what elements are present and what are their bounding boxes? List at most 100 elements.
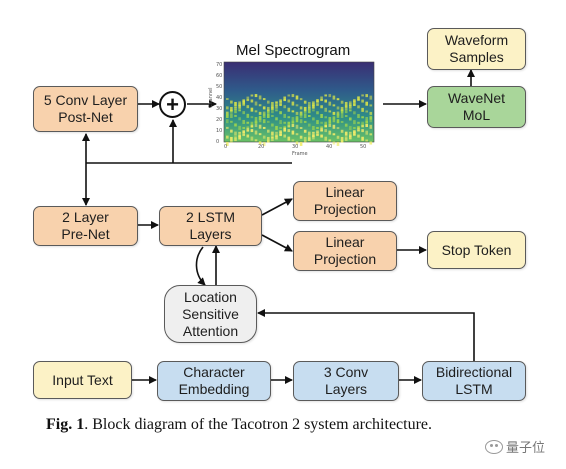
spectrogram-band — [234, 105, 237, 108]
spectrogram-band — [369, 119, 373, 123]
spectrogram-band — [332, 104, 336, 107]
spectrogram-band — [349, 109, 352, 112]
spectrogram-band — [234, 114, 237, 117]
spectrogram-band — [308, 123, 311, 127]
spectrogram-band — [299, 113, 303, 116]
spectrogram-band — [271, 105, 274, 108]
spectrogram-band — [353, 111, 356, 115]
spectrogram-band — [279, 104, 282, 107]
spectrogram-band — [336, 114, 340, 118]
spectrogram-band — [336, 127, 340, 130]
spectrogram-band — [258, 95, 262, 100]
spectrogram-band — [369, 117, 373, 120]
figure-caption: Fig. 1. Block diagram of the Tacotron 2 … — [46, 416, 432, 434]
edge-lstm-to-linear-1 — [261, 198, 293, 216]
spectrogram-band — [275, 131, 278, 134]
spectrogram-band — [303, 109, 307, 112]
spectrogram-band — [254, 94, 258, 98]
spectrogram-band — [344, 136, 348, 139]
spectrogram-band — [291, 139, 295, 142]
spectrogram-band — [295, 117, 299, 120]
spectrogram-band — [275, 103, 278, 107]
spectrogram-band — [349, 135, 352, 140]
spectrogram-band — [246, 121, 250, 124]
spectrogram-band — [238, 117, 241, 121]
spectrogram-band — [349, 126, 352, 131]
spectrogram-band — [324, 129, 327, 133]
watermark: 量子位 — [485, 437, 545, 456]
spectrogram-band — [291, 110, 295, 113]
spectrogram-band — [361, 94, 364, 97]
spectrogram-band — [254, 139, 258, 142]
prenet-block: 2 Layer Pre-Net — [33, 206, 138, 246]
watermark-text: 量子位 — [506, 440, 546, 455]
spectrogram-band — [226, 119, 229, 124]
spectrogram-band — [242, 131, 245, 136]
spectrogram-band — [291, 130, 295, 135]
spectrogram-band — [267, 120, 270, 123]
spectrogram-band — [344, 137, 348, 141]
edge-lstm-to-attention-loop — [195, 246, 206, 286]
spectrogram-band — [365, 116, 368, 120]
spectrogram-band — [258, 119, 262, 123]
spectrogram-band — [242, 111, 245, 115]
wavenet-mol-block: WaveNet MoL — [427, 86, 526, 128]
spectrogram-band — [246, 113, 250, 118]
spectrogram-band — [287, 107, 291, 112]
spectrogram-band — [308, 106, 311, 110]
spectrogram-band — [230, 120, 233, 123]
spectrogram-band — [242, 126, 245, 129]
spectrogram-band — [246, 134, 250, 138]
caption-prefix: Fig. 1 — [46, 416, 85, 433]
spectrogram-band — [303, 100, 307, 104]
spectrogram-band — [246, 99, 250, 102]
attention-block: Location Sensitive Attention — [164, 285, 257, 343]
spectrogram-x-tick: 40 — [326, 144, 332, 150]
spectrogram-band — [369, 104, 373, 107]
spectrogram-band — [361, 129, 364, 133]
spectrogram-band — [226, 141, 229, 146]
spectrogram-band — [250, 136, 254, 141]
spectrogram-band — [320, 134, 323, 138]
spectrogram-band — [332, 117, 336, 120]
spectrogram-y-tick: 20 — [216, 117, 222, 123]
spectrogram-band — [303, 136, 307, 141]
spectrogram-x-tick: 50 — [360, 144, 366, 150]
spectrogram-band — [353, 131, 356, 136]
spectrogram-band — [365, 124, 368, 128]
spectrogram-band — [344, 123, 348, 127]
spectrogram-band — [287, 136, 291, 141]
spectrogram-band — [283, 134, 286, 138]
spectrogram-band — [312, 126, 315, 131]
spectrogram-band — [361, 107, 364, 112]
spectrogram-band — [365, 139, 368, 142]
spectrogram-band — [357, 129, 360, 132]
spectrogram-band — [320, 96, 323, 101]
spectrogram-band — [299, 135, 303, 139]
spectrogram-band — [238, 109, 241, 112]
spectrogram-band — [267, 100, 270, 104]
spectrogram-band — [279, 131, 282, 136]
input-text-block: Input Text — [33, 361, 132, 399]
spectrogram-band — [258, 111, 262, 115]
spectrogram-band — [303, 110, 307, 114]
spectrogram-band — [328, 139, 332, 142]
spectrogram-band — [340, 109, 344, 112]
spectrogram-band — [258, 124, 262, 129]
spectrogram-band — [308, 114, 311, 117]
spectrogram-band — [291, 101, 295, 106]
spectrogram-band — [357, 114, 360, 119]
spectrogram-band — [262, 119, 266, 124]
spectrogram-band — [226, 106, 229, 110]
spectrogram-band — [340, 129, 344, 133]
spectrogram-band — [303, 114, 307, 119]
spectrogram-band — [369, 133, 373, 136]
spectrogram-band — [250, 125, 254, 128]
spectrogram-band — [262, 113, 266, 116]
spectrogram-band — [316, 104, 319, 107]
spectrogram-band — [271, 101, 274, 106]
spectrogram-band — [226, 126, 229, 129]
spectrogram-band — [283, 96, 286, 101]
spectrogram-band — [369, 141, 373, 145]
spectrogram-band — [328, 101, 332, 106]
